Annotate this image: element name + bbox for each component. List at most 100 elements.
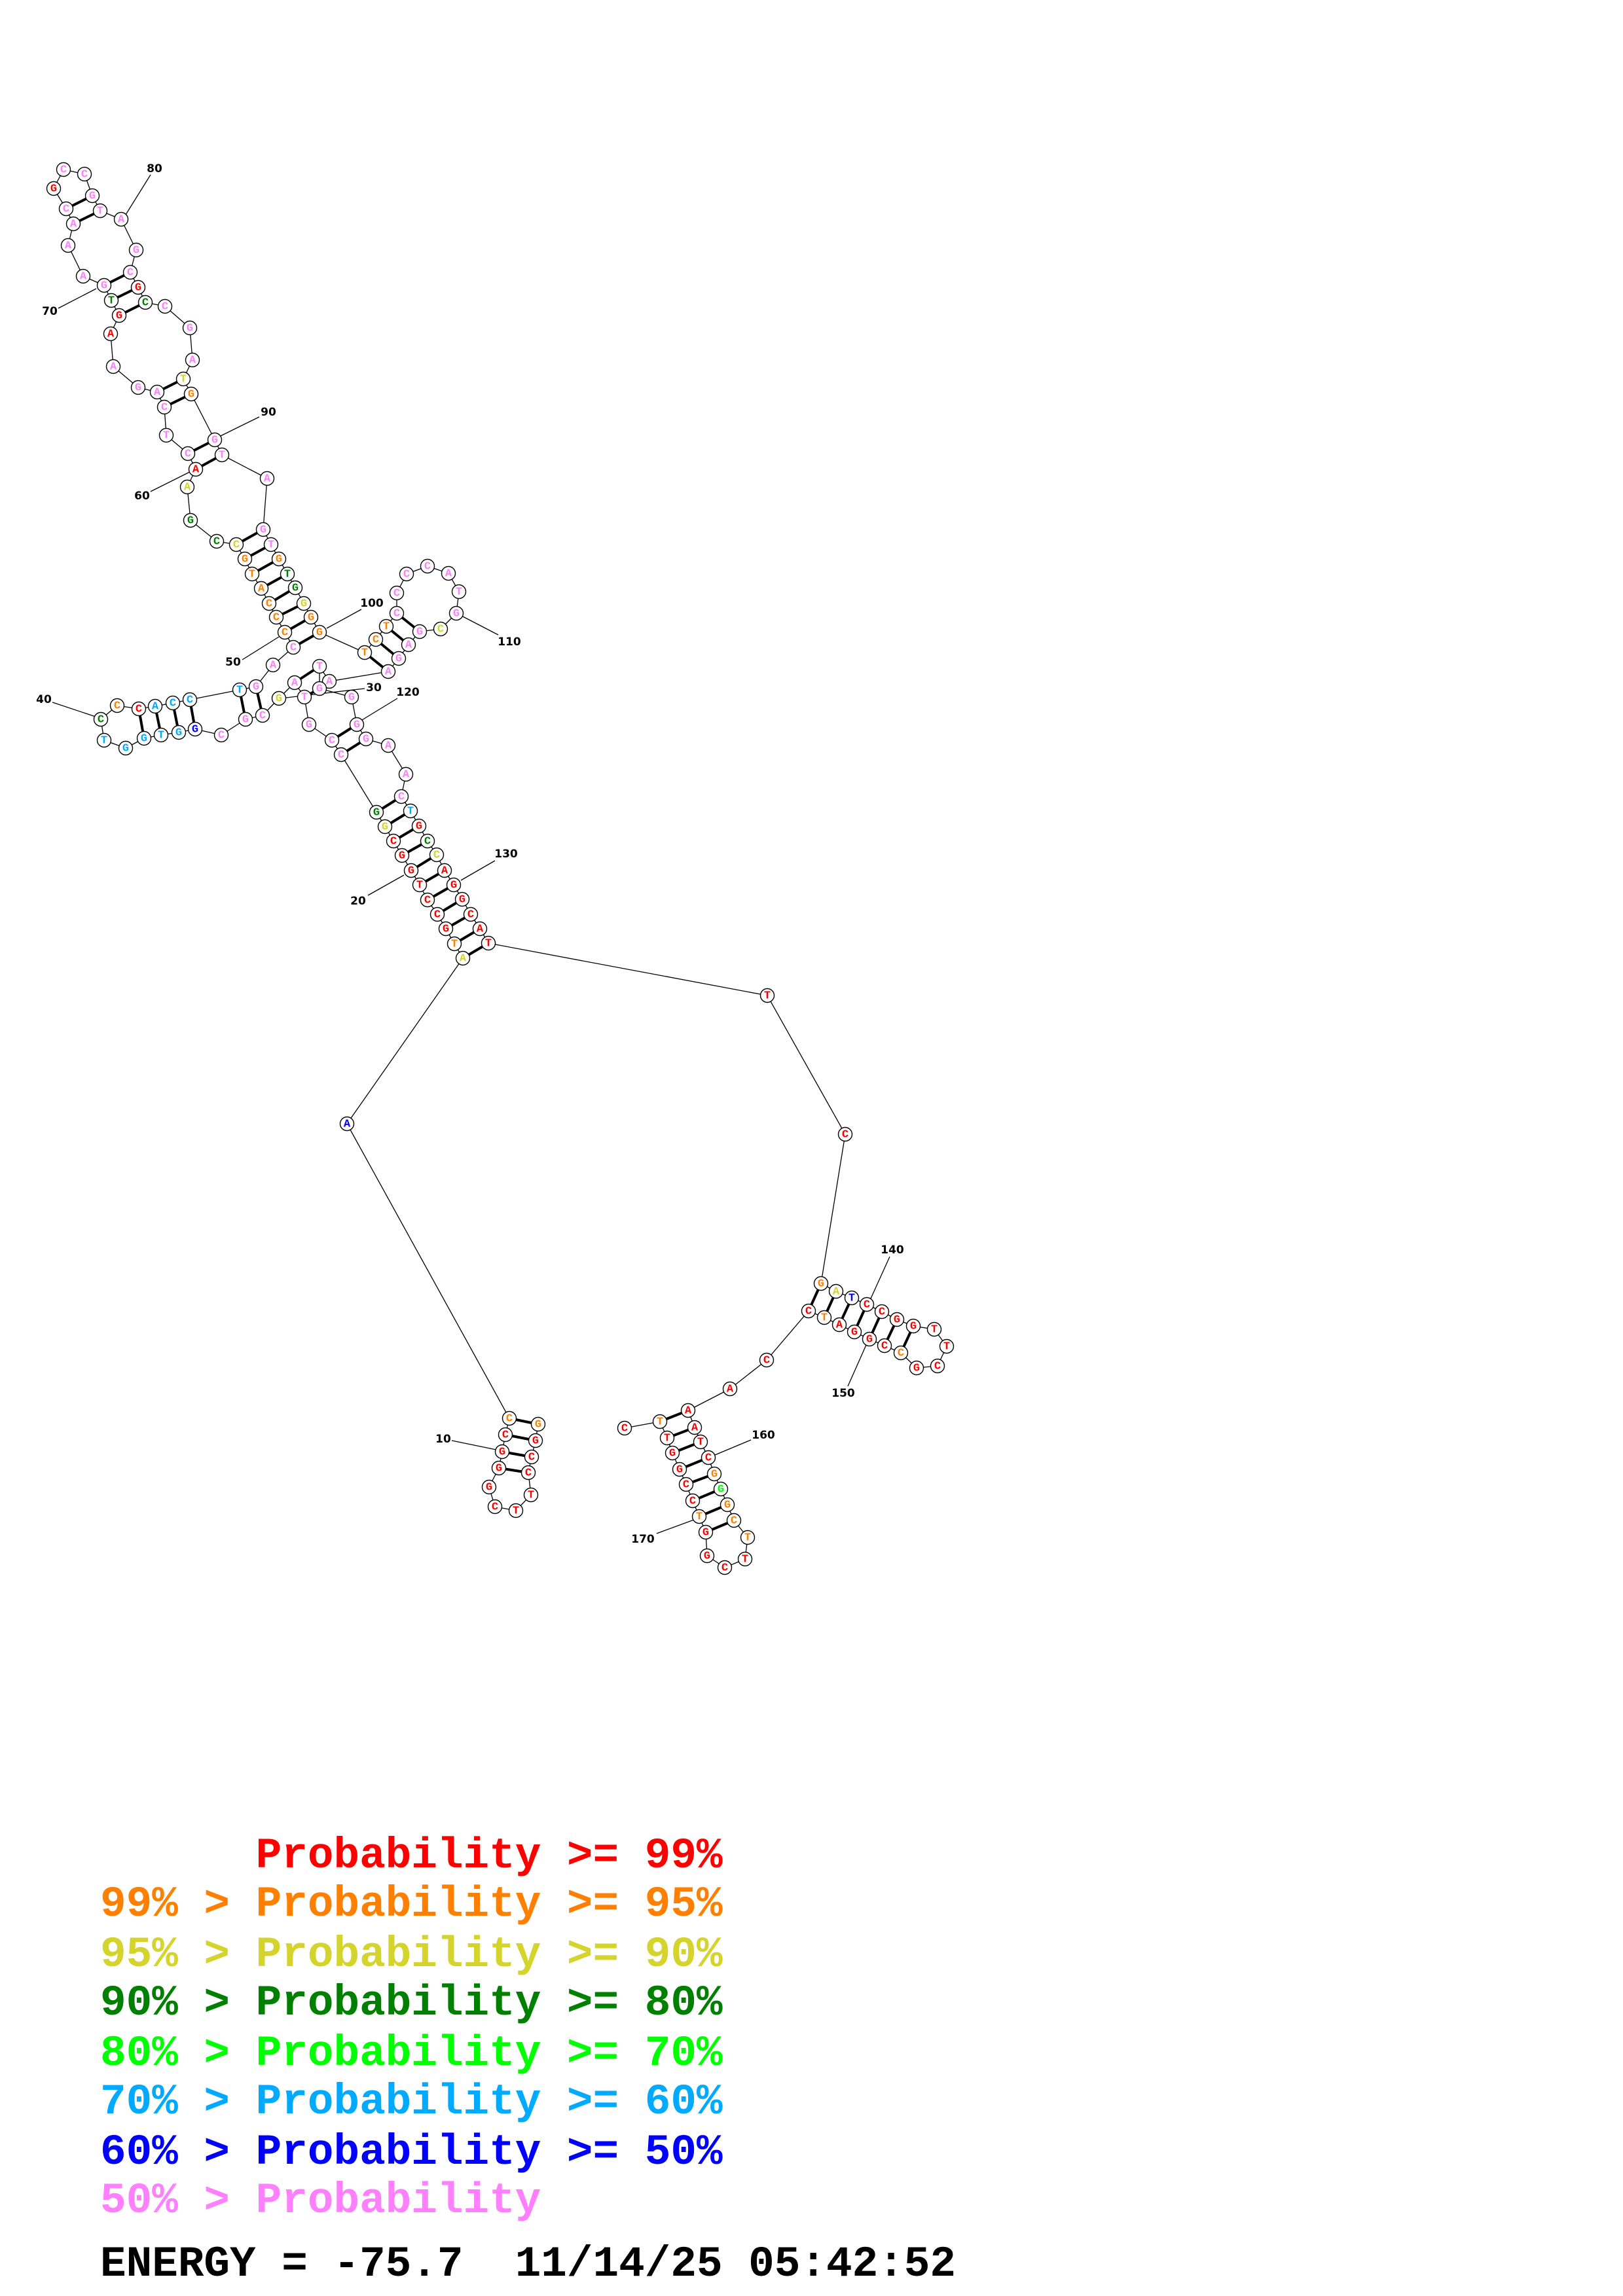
nucleotide-circle [75,268,91,284]
nucleotide-letter: C [393,608,400,620]
backbone-segment [319,632,365,653]
nucleotide-101: T [357,645,373,660]
nucleotide-letter: A [118,214,125,226]
nucleotide-circle [259,471,275,486]
nucleotide-letter: A [184,482,191,494]
nucleotide-circle [403,863,419,878]
nucleotide-17: C [429,906,445,922]
position-leader-line [220,416,260,437]
nucleotide-letter: G [308,612,314,624]
nucleotide-119: G [344,689,359,705]
nucleotide-37: G [136,730,152,746]
nucleotide-79: T [92,203,108,219]
nucleotide-121: G [358,731,374,747]
position-label-40: 40 [36,693,52,706]
nucleotide-158: A [687,1420,702,1435]
nucleotide-64: A [149,384,165,400]
nucleotide-circle [357,645,373,660]
nucleotide-letter: A [154,387,161,399]
nucleotide-circle [893,1345,909,1361]
nucleotide-circle [429,847,445,863]
position-leader-line [150,471,191,492]
nucleotide-circle [232,682,247,698]
nucleotide-61: C [180,446,196,461]
nucleotide-letter: T [742,1554,748,1566]
nucleotide-20: G [403,863,419,878]
nucleotide-circle [92,203,108,219]
position-leader-line [125,174,151,215]
nucleotide-85: C [157,298,173,314]
nucleotide-letter: C [266,598,272,611]
nucleotide-circle [157,298,173,314]
nucleotide-162: G [713,1481,729,1497]
nucleotide-circle [389,585,405,601]
nucleotide-83: G [130,279,146,295]
nucleotide-circle [77,166,92,182]
nucleotide-circle [501,1410,517,1426]
nucleotide-circle [801,1303,816,1319]
nucleotide-letter: T [163,430,170,442]
nucleotide-letter: C [898,1348,904,1360]
nucleotide-circle [368,632,384,647]
position-label-160: 160 [752,1429,775,1442]
nucleotide-circle [847,1324,862,1340]
nucleotide-9: G [491,1460,507,1476]
nucleotide-letter: G [408,865,414,878]
nucleotide-12: C [501,1410,517,1426]
nucleotide-circle [713,1481,729,1497]
nucleotide-circle [520,1465,536,1480]
nucleotide-circle [433,621,448,637]
nucleotide-circle [909,1360,924,1376]
nucleotide-144: T [926,1321,942,1337]
nucleotide-circle [463,906,479,922]
position-leader-line [460,860,496,881]
nucleotide-circle [369,804,384,820]
nucleotide-80: A [113,211,129,227]
nucleotide-circle [491,1460,507,1476]
nucleotide-141: C [874,1304,890,1319]
nucleotide-letter: T [301,692,308,704]
nucleotide-circle [393,789,409,804]
nucleotide-circle [46,181,62,196]
nucleotide-39: T [96,732,112,748]
nucleotide-letter: G [851,1327,858,1339]
nucleotide-letter: T [284,569,291,581]
nucleotide-letter: C [338,749,344,762]
nucleotide-letter: C [63,204,69,216]
nucleotide-circle [103,293,119,308]
nucleotide-7: C [487,1499,503,1515]
position-label-150: 150 [831,1387,855,1400]
backbone-segment [221,454,268,479]
nucleotide-letter: G [382,821,388,834]
nucleotide-circle [228,537,244,552]
nucleotide-73: A [65,216,81,232]
nucleotide-circle [905,1318,921,1334]
nucleotide-72: A [60,238,76,253]
position-labels: 1020304050607080901001101201301401501601… [36,162,904,1546]
nucleotide-132: C [463,906,479,922]
nucleotide-letter: G [704,1551,710,1563]
nucleotide-circle [263,537,279,552]
nucleotide-circle [816,1310,832,1325]
nucleotide-letter: G [373,807,380,819]
nucleotide-circle [759,988,775,1003]
nucleotide-96: T [280,566,295,582]
nucleotide-letter: G [276,554,282,566]
nucleotide-circle [455,950,471,966]
nucleotide-circle [412,624,428,639]
legend-row-99: Probability >= 99% [100,1831,723,1880]
nucleotide-letter: G [211,435,218,447]
nucleotide-letter: C [114,700,120,713]
nucleotide-letter: G [348,692,355,704]
nucleotide-letter: C [433,850,440,862]
nucleotide-125: T [403,803,418,819]
nucleotide-letter: A [727,1384,734,1396]
nucleotide-169: G [698,1524,714,1540]
nucleotide-51: C [268,609,284,625]
nucleotide-147: G [909,1360,924,1376]
nucleotide-circle [213,727,229,743]
nucleotide-circle [271,691,287,706]
nucleotide-89: G [183,386,199,402]
nucleotide-letter: G [532,1435,539,1448]
nucleotide-circle [706,1466,722,1482]
